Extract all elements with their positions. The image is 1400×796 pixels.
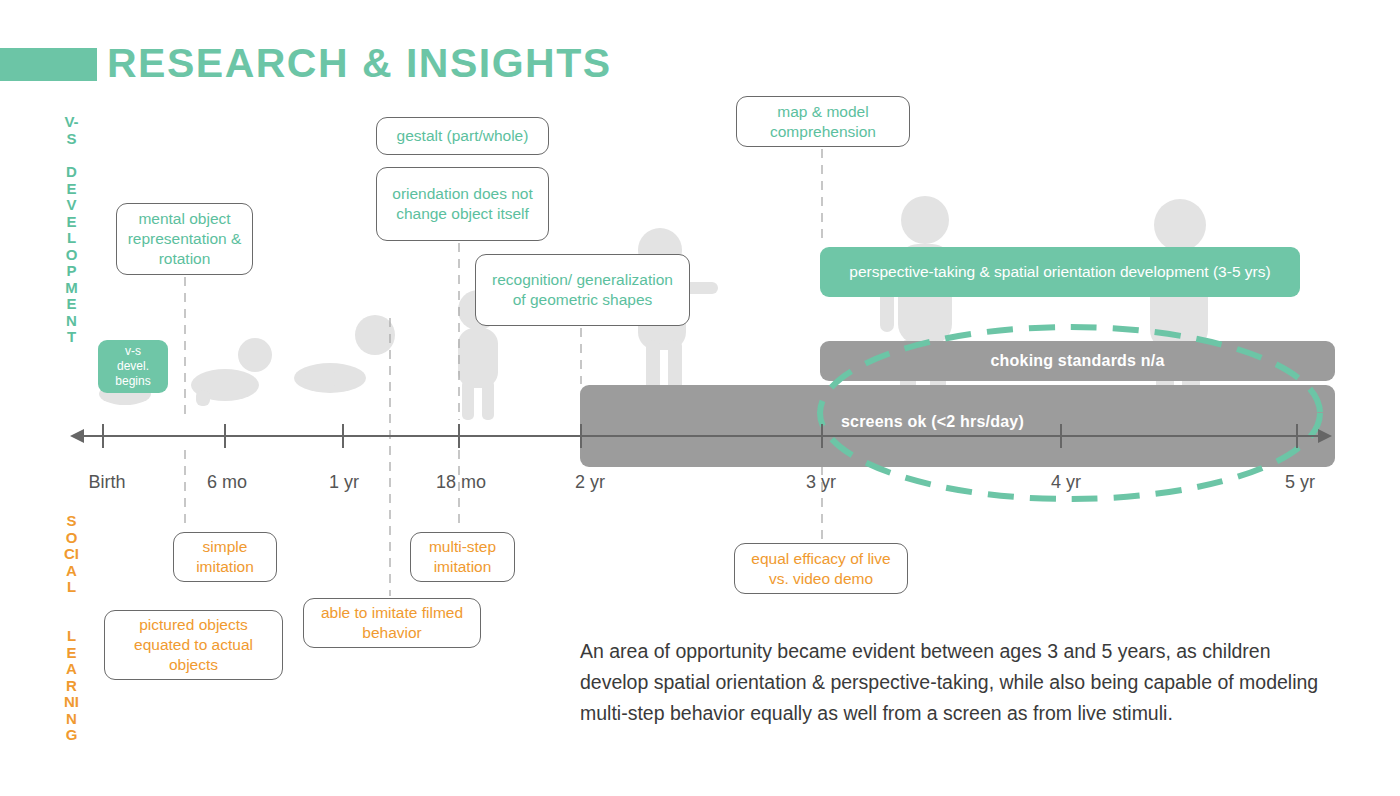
leader-lines: [185, 149, 822, 596]
milestone-box: gestalt (part/whole): [376, 117, 549, 155]
milestone-text: mental object representation & rotation: [125, 209, 244, 269]
milestone-box: map & model comprehension: [736, 96, 910, 147]
milestone-box: simple imitation: [173, 532, 277, 582]
milestone-text: recognition/ generalization of geometric…: [484, 270, 681, 310]
axis-label: 6 mo: [207, 472, 247, 493]
axis-label: 5 yr: [1285, 472, 1315, 493]
milestone-box: recognition/ generalization of geometric…: [475, 254, 690, 326]
milestone-text: pictured objects equated to actual objec…: [113, 615, 274, 675]
constraint-band: screens ok (<2 hrs/day): [580, 385, 1335, 467]
milestone-text: oriendation does not change object itsel…: [385, 184, 540, 224]
timeline-axis: [70, 424, 1332, 448]
highlight-box: perspective-taking & spatial orientation…: [820, 247, 1300, 297]
section-title: LEARNING: [64, 628, 79, 744]
milestone-box: multi-step imitation: [410, 532, 515, 582]
milestone-box: mental object representation & rotation: [116, 203, 253, 275]
milestone-box: pictured objects equated to actual objec…: [104, 610, 283, 680]
axis-label: 2 yr: [575, 472, 605, 493]
milestone-text: gestalt (part/whole): [397, 126, 529, 146]
highlight-box: v-s devel. begins: [98, 340, 168, 393]
opportunity-ellipse: [820, 327, 1320, 499]
section-title: V-S: [64, 114, 79, 147]
axis-label: 4 yr: [1051, 472, 1081, 493]
milestone-text: screens ok (<2 hrs/day): [841, 412, 1024, 432]
constraint-band: choking standards n/a: [820, 341, 1335, 381]
milestone-text: v-s devel. begins: [108, 344, 158, 389]
milestone-text: choking standards n/a: [990, 351, 1164, 371]
axis-label: 1 yr: [329, 472, 359, 493]
milestone-box: oriendation does not change object itsel…: [376, 167, 549, 241]
milestone-text: able to imitate filmed behavior: [312, 603, 472, 643]
milestone-box: able to imitate filmed behavior: [303, 598, 481, 648]
title-bar: [0, 48, 97, 81]
axis-label: Birth: [88, 472, 125, 493]
section-title: SOCIAL: [64, 513, 79, 596]
section-title: DEVELOPMENT: [64, 164, 79, 346]
milestone-text: perspective-taking & spatial orientation…: [849, 262, 1270, 282]
milestone-text: simple imitation: [182, 537, 268, 577]
insight-caption: An area of opportunity became evident be…: [580, 636, 1320, 729]
milestone-text: multi-step imitation: [419, 537, 506, 577]
axis-label: 3 yr: [806, 472, 836, 493]
milestone-text: map & model comprehension: [745, 102, 901, 142]
milestone-box: equal efficacy of live vs. video demo: [734, 543, 908, 594]
axis-label: 18 mo: [436, 472, 486, 493]
milestone-text: equal efficacy of live vs. video demo: [743, 549, 899, 589]
page-title: RESEARCH & INSIGHTS: [107, 40, 612, 87]
